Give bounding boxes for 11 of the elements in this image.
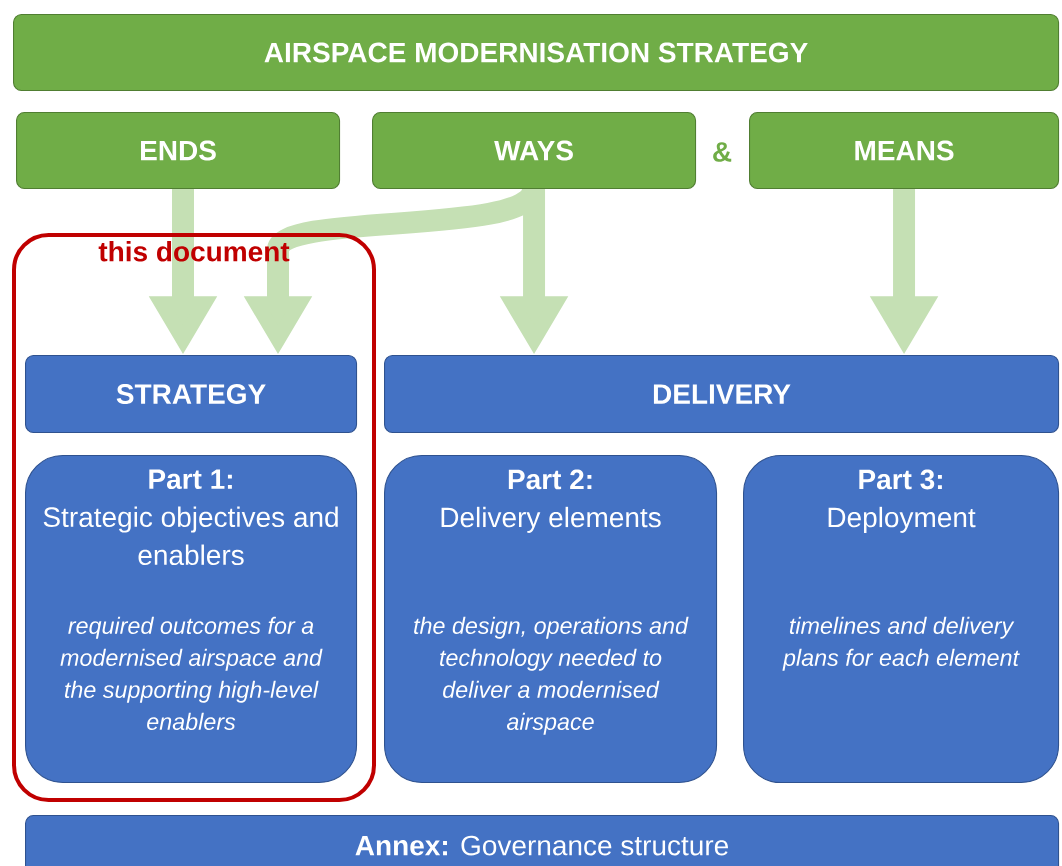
section-box: Annex: Governance structure [25, 815, 1060, 866]
part-box: Part 1: Strategic objectives and enablers required outcomes for a modernised airspace and the supporting high-level enablers [25, 455, 358, 784]
heading-box: AIRSPACE MODERNISATION STRATEGY [13, 14, 1060, 92]
heading-box: MEANS [749, 112, 1060, 190]
ampersand-label: & [713, 142, 732, 162]
heading-box: ENDS [16, 112, 341, 190]
section-box: DELIVERY [384, 355, 1060, 434]
part-box: Part 2: Delivery elements the design, operations and technology needed to deliver a modernised airspace [384, 455, 718, 784]
part-box: Part 3: Deployment timelines and delivery plans for each element [743, 455, 1060, 784]
heading-box: WAYS [372, 112, 697, 190]
section-box: STRATEGY [25, 355, 358, 434]
